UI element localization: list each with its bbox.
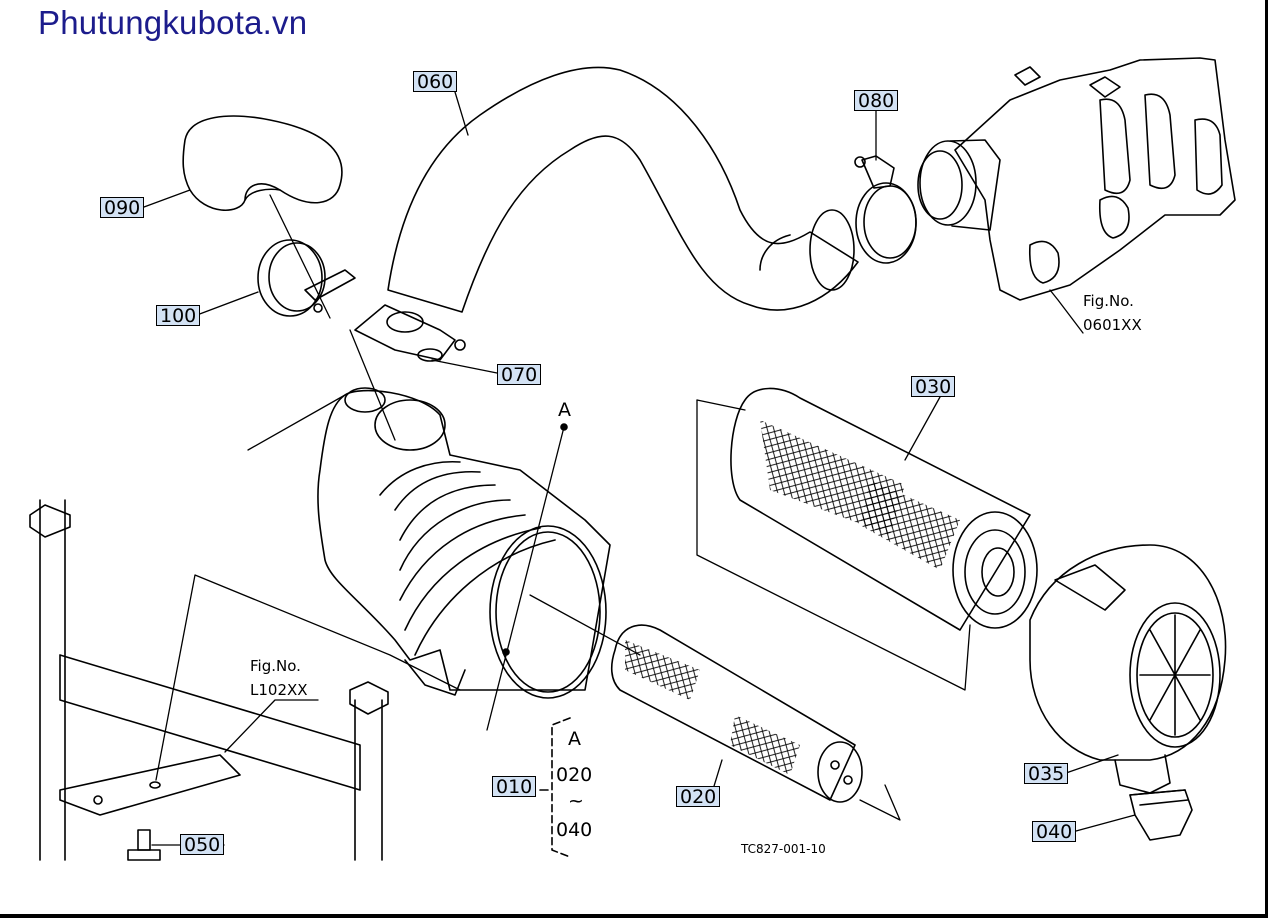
group-tilde: ~	[568, 790, 584, 812]
callout-030[interactable]: 030	[911, 376, 956, 398]
fig-ref-label: Fig.No.	[250, 657, 301, 675]
fig-ref-number[interactable]: 0601XX	[1083, 316, 1142, 334]
callout-050[interactable]: 050	[180, 834, 225, 856]
bolt-050	[127, 829, 161, 861]
hose-060	[387, 66, 859, 313]
detail-point	[560, 423, 568, 431]
air-cleaner-housing-010	[317, 387, 611, 699]
site-watermark: Phutungkubota.vn	[38, 4, 308, 41]
band-070	[354, 304, 466, 362]
detail-marker: A	[558, 399, 571, 421]
callout-040[interactable]: 040	[1032, 821, 1077, 843]
fig-ref-label: Fig.No.	[1083, 292, 1134, 310]
elbow-090	[182, 115, 343, 212]
evacuator-valve-040	[1129, 789, 1193, 841]
group-ref: A	[568, 728, 581, 750]
callout-070[interactable]: 070	[497, 364, 542, 386]
inner-element-020	[610, 624, 863, 803]
callout-060[interactable]: 060	[413, 71, 458, 93]
leader-lines	[143, 91, 1136, 846]
group-from: 020	[556, 764, 593, 786]
fig-ref-number[interactable]: L102XX	[250, 681, 308, 699]
intake-manifold	[917, 57, 1236, 301]
clamp-100	[257, 239, 356, 317]
callout-090[interactable]: 090	[100, 197, 145, 219]
outer-element-030	[730, 387, 1038, 631]
clamp-080	[854, 155, 917, 264]
callout-035[interactable]: 035	[1024, 763, 1069, 785]
callout-100[interactable]: 100	[156, 305, 201, 327]
callout-010[interactable]: 010	[492, 776, 537, 798]
group-bracket	[551, 717, 571, 858]
group-to: 040	[556, 819, 593, 841]
callout-080[interactable]: 080	[854, 90, 899, 112]
drawing-code: TC827-001-10	[741, 842, 826, 856]
callout-020[interactable]: 020	[676, 786, 721, 808]
cover-035	[1029, 544, 1227, 794]
